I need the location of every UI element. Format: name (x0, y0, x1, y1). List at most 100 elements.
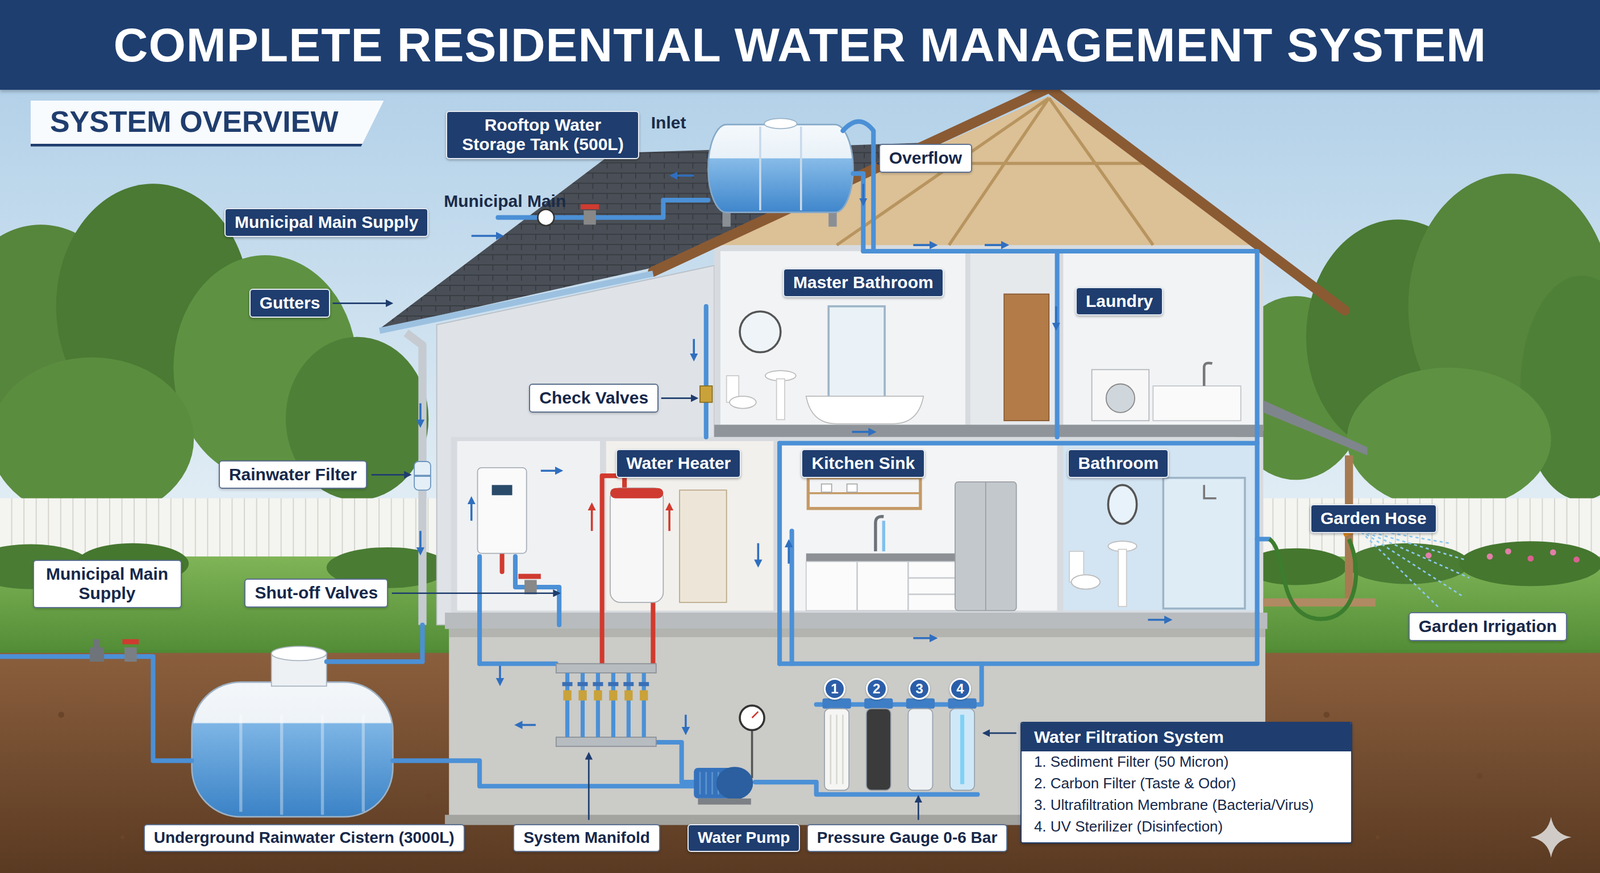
hot-water-pipes (500, 553, 505, 572)
system-manifold (578, 689, 587, 700)
callout-box: Rooftop Water Storage Tank (500L) (446, 110, 640, 160)
callout-number: 2 (865, 677, 888, 700)
bushes (1459, 540, 1600, 586)
house-walls (970, 251, 1058, 425)
roof (379, 87, 1345, 329)
water-pipes (1055, 251, 1060, 437)
water-pipes (326, 624, 423, 662)
water-pipes (1257, 536, 1270, 542)
kitchen-fixtures (806, 561, 960, 611)
bushes (1573, 556, 1580, 563)
bushes (1486, 553, 1494, 560)
water-pipes (789, 530, 795, 664)
bathroom-fixtures (1071, 574, 1100, 589)
flow-arrows (684, 714, 687, 732)
leader-lines (588, 753, 590, 820)
system-manifold (562, 681, 573, 686)
leader-lines (332, 163, 1016, 820)
callout-box: Water Pump (687, 823, 800, 852)
valves (124, 647, 137, 662)
callout-box: Bathroom (1067, 448, 1169, 478)
porch (1263, 400, 1376, 607)
box-label: SYSTEM OVERVIEW (50, 105, 339, 140)
water-pipes (477, 556, 482, 664)
callout-box: Check Valves (528, 383, 659, 413)
garden-hose (1361, 526, 1470, 608)
valves (524, 579, 537, 594)
water-pipes (479, 661, 557, 666)
box-label: Rooftop Water Storage Tank (500L) (456, 115, 629, 155)
flow-arrows (692, 338, 695, 357)
water-pipes (842, 121, 874, 252)
bathroom-fixtures (1163, 477, 1245, 609)
filter-canisters (907, 708, 933, 791)
callout-box: Kitchen Sink (801, 448, 925, 478)
flow-arrows (419, 403, 422, 424)
box-label: 4 (956, 680, 964, 697)
callout-box: Shut-off Valves (244, 578, 389, 608)
callout-box: Gutters (249, 288, 331, 318)
list-item: 2. Carbon Filter (Taste & Odor) (1021, 772, 1352, 795)
roof (379, 87, 1049, 329)
filter-canisters (864, 698, 893, 709)
bushes (1505, 548, 1512, 555)
soil (1375, 835, 1380, 840)
filter-canisters (960, 714, 965, 785)
title-bar: COMPLETE RESIDENTIAL WATER MANAGEMENT SY… (0, 0, 1600, 90)
kitchen-fixtures (875, 516, 884, 552)
bathroom-fixtures (776, 378, 785, 420)
flow-arrows (862, 183, 865, 202)
valves (537, 209, 554, 226)
water-pipes (0, 121, 1270, 795)
house-walls (1063, 251, 1257, 425)
utility-fixtures (679, 489, 727, 603)
gutter (379, 273, 653, 331)
box-label: Kitchen Sink (811, 453, 915, 474)
rooftop-tank (760, 126, 802, 211)
flow-arrows (673, 174, 694, 177)
garden-hose (1269, 524, 1470, 620)
filter-canisters (822, 698, 977, 791)
bushes (1527, 555, 1534, 562)
leader-lines (983, 732, 1016, 735)
list-item: 4. UV Sterilizer (Disinfection) (1021, 815, 1352, 843)
callout-box: Underground Rainwater Cistern (3000L) (143, 823, 465, 852)
valves (414, 474, 431, 477)
box-label: Rainwater Filter (228, 464, 357, 485)
flow-arrows (590, 506, 594, 531)
list-item: 3. Ultrafiltration Membrane (Bacteria/Vi… (1021, 794, 1352, 816)
box-label: Bathroom (1077, 453, 1159, 474)
callout-box: Garden Irrigation (1408, 611, 1568, 641)
callout-box: Pressure Gauge 0-6 Bar (806, 823, 1008, 852)
roof (652, 87, 1345, 311)
bushes (1425, 552, 1432, 559)
valves (122, 639, 140, 645)
bathroom-fixtures (806, 396, 924, 424)
system-manifold (609, 689, 618, 700)
utility-fixtures (492, 484, 513, 495)
leader-lines (332, 302, 392, 304)
attic (836, 97, 1154, 245)
porch (1263, 400, 1368, 456)
bathroom-fixtures (1107, 484, 1137, 524)
callout-box: Water Heater (615, 448, 741, 478)
callout-box: System Manifold (513, 823, 660, 852)
valves (518, 573, 541, 579)
soil (425, 793, 432, 800)
section-banner: SYSTEM OVERVIEW (30, 100, 385, 147)
bathroom-fixtures (729, 396, 757, 409)
trees (1347, 367, 1552, 511)
flow-arrows (913, 636, 934, 640)
bathroom-fixtures (726, 306, 1245, 609)
kitchen-fixtures (806, 477, 1017, 611)
water-pump (752, 711, 759, 718)
water-pump (751, 729, 754, 778)
house-walls (720, 251, 966, 425)
utility-fixtures (610, 488, 664, 499)
leader-lines (917, 796, 920, 820)
callout-box: Garden Hose (1310, 503, 1437, 533)
flow-arrows (419, 530, 422, 552)
box-label: Water Pump (697, 828, 790, 847)
valves (583, 210, 597, 225)
